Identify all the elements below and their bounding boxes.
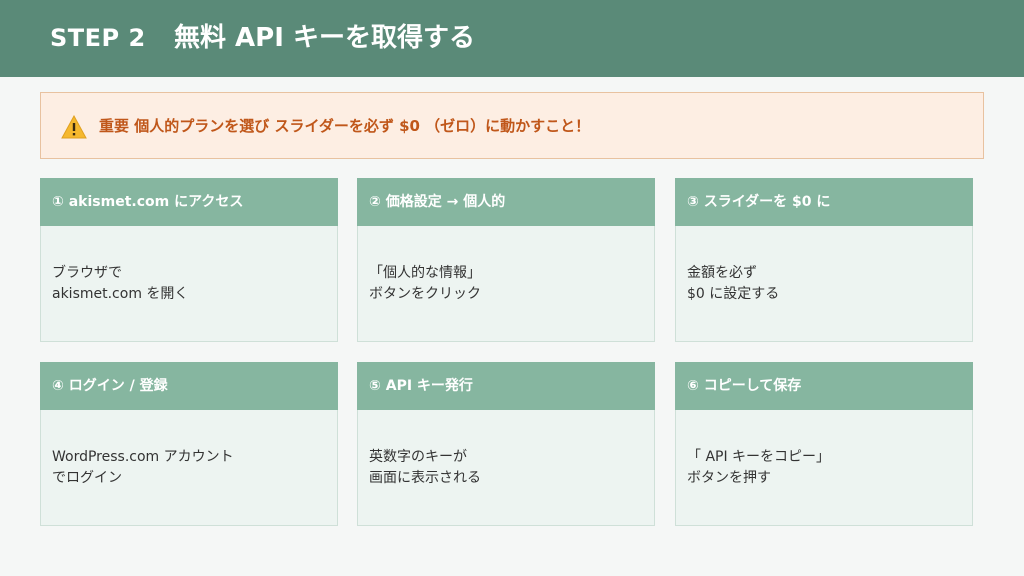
warning-icon bbox=[61, 115, 87, 139]
card-body: 英数字のキーが 画面に表示される bbox=[369, 449, 481, 486]
card-title: ④ ログイン / 登録 bbox=[52, 378, 168, 394]
card-title: ② 価格設定 → 個人的 bbox=[369, 194, 506, 210]
card-header: ② 価格設定 → 個人的 bbox=[357, 178, 655, 226]
card-header: ④ ログイン / 登録 bbox=[40, 362, 338, 410]
warning-text: 重要 個人的プランを選び スライダーを必ず $0 （ゼロ）に動かすこと！ bbox=[99, 117, 591, 135]
page-title: 無料 API キーを取得する bbox=[174, 23, 475, 53]
card-body: WordPress.com アカウント でログイン bbox=[52, 449, 234, 486]
card-body: 「個人的な情報」 ボタンをクリック bbox=[369, 265, 481, 302]
step-card-6: ⑥ コピーして保存 「 API キーをコピー」 ボタンを押す bbox=[675, 362, 973, 526]
step-card-5: ⑤ API キー発行 英数字のキーが 画面に表示される bbox=[357, 362, 655, 526]
card-body: ブラウザで akismet.com を開く bbox=[52, 265, 189, 302]
header-bar: STEP 2 無料 API キーを取得する bbox=[0, 0, 1024, 77]
card-body: 金額を必ず $0 に設定する bbox=[687, 265, 780, 302]
step-card-4: ④ ログイン / 登録 WordPress.com アカウント でログイン bbox=[40, 362, 338, 526]
step-card-1: ① akismet.com にアクセス ブラウザで akismet.com を開… bbox=[40, 178, 338, 342]
card-title: ① akismet.com にアクセス bbox=[52, 194, 244, 210]
warning-banner: 重要 個人的プランを選び スライダーを必ず $0 （ゼロ）に動かすこと！ bbox=[40, 92, 984, 159]
card-header: ⑤ API キー発行 bbox=[357, 362, 655, 410]
step-card-3: ③ スライダーを $0 に 金額を必ず $0 に設定する bbox=[675, 178, 973, 342]
step-card-2: ② 価格設定 → 個人的 「個人的な情報」 ボタンをクリック bbox=[357, 178, 655, 342]
step-label: STEP 2 bbox=[50, 24, 146, 52]
card-header: ③ スライダーを $0 に bbox=[675, 178, 973, 226]
card-header: ⑥ コピーして保存 bbox=[675, 362, 973, 410]
card-title: ⑤ API キー発行 bbox=[369, 378, 473, 394]
card-header: ① akismet.com にアクセス bbox=[40, 178, 338, 226]
card-body: 「 API キーをコピー」 ボタンを押す bbox=[687, 449, 831, 486]
card-title: ③ スライダーを $0 に bbox=[687, 194, 831, 210]
card-title: ⑥ コピーして保存 bbox=[687, 378, 802, 394]
